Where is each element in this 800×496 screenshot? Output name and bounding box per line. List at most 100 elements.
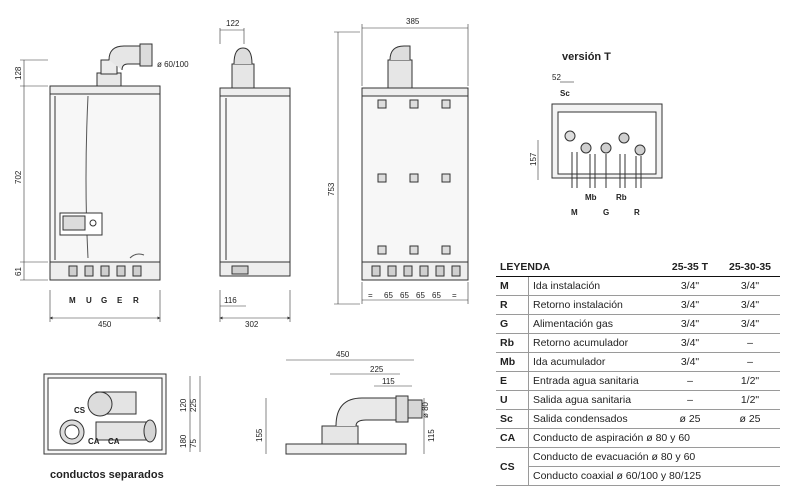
legend-value-t: – bbox=[660, 371, 720, 391]
legend-desc: Retorno acumulador bbox=[528, 333, 660, 353]
back-dim-width: 385 bbox=[406, 17, 420, 26]
version-t-dim-w: 52 bbox=[552, 73, 561, 82]
elbow-dim-w-total: 450 bbox=[336, 350, 350, 359]
separated-dim-h-top: 120 bbox=[179, 398, 188, 412]
legend-code: Sc bbox=[496, 409, 529, 429]
legend-row: Rb Retorno acumulador 3/4" – bbox=[496, 333, 780, 353]
side-dim-top: 122 bbox=[226, 19, 240, 28]
legend-value-t: 3/4" bbox=[660, 295, 720, 315]
legend-value-std: 3/4" bbox=[720, 295, 780, 315]
separated-label-cs: CS bbox=[74, 406, 86, 415]
legend-value-std: ø 25 bbox=[720, 409, 780, 429]
legend-row: Sc Salida condensados ø 25 ø 25 bbox=[496, 409, 780, 429]
legend-code: E bbox=[496, 371, 529, 391]
back-dim-spacing-1: 65 bbox=[384, 291, 393, 300]
legend-desc: Salida condensados bbox=[528, 409, 660, 429]
side-dim-depth: 302 bbox=[245, 320, 259, 329]
legend-row: M Ida instalación 3/4" 3/4" bbox=[496, 276, 780, 296]
legend-value-t: – bbox=[660, 390, 720, 410]
legend-desc: Ida instalación bbox=[528, 276, 660, 296]
back-dim-height: 753 bbox=[327, 182, 336, 196]
version-t-label-mb: Mb bbox=[585, 193, 597, 202]
elbow-dim-h-left: 155 bbox=[255, 428, 264, 442]
version-t-label-r: R bbox=[634, 208, 640, 217]
separated-label-ca-2: CA bbox=[108, 437, 120, 446]
legend-code: Rb bbox=[496, 333, 529, 353]
separated-ducts-view bbox=[43, 373, 201, 455]
legend-row: U Salida agua sanitaria – 1/2" bbox=[496, 390, 780, 410]
version-t-label-rb: Rb bbox=[616, 193, 627, 202]
front-label-e: E bbox=[117, 296, 123, 305]
legend-row: Conducto coaxial ø 60/100 y 80/125 bbox=[496, 466, 780, 486]
legend-desc: Ida acumulador bbox=[528, 352, 660, 372]
front-label-m: M bbox=[69, 296, 76, 305]
legend-code: Mb bbox=[496, 352, 529, 372]
front-label-u: U bbox=[86, 296, 92, 305]
back-dim-spacing-4: 65 bbox=[432, 291, 441, 300]
legend-desc: Salida agua sanitaria bbox=[528, 390, 660, 410]
legend-desc: Alimentación gas bbox=[528, 314, 660, 334]
back-dim-spacing-3: 65 bbox=[416, 291, 425, 300]
legend-value-t: 3/4" bbox=[660, 314, 720, 334]
version-t-labels: 52 157 Sc Mb Rb M G R bbox=[529, 73, 640, 217]
version-t-label-g: G bbox=[603, 208, 609, 217]
legend-value-t: 3/4" bbox=[660, 352, 720, 372]
separated-dim-h-bottom1: 75 bbox=[189, 439, 198, 448]
legend-code: U bbox=[496, 390, 529, 410]
separated-label-ca-1: CA bbox=[88, 437, 100, 446]
elbow-view bbox=[265, 359, 425, 455]
elbow-dim-w-small: 115 bbox=[382, 377, 395, 386]
legend-value-std: 1/2" bbox=[720, 371, 780, 391]
legend-value-std: 3/4" bbox=[720, 314, 780, 334]
version-t-dim-h: 157 bbox=[529, 152, 538, 166]
separated-dim-h-bottom2: 180 bbox=[179, 434, 188, 448]
legend-value-t: 3/4" bbox=[660, 333, 720, 353]
front-dim-h-top: 128 bbox=[14, 66, 23, 80]
legend-value-std: 3/4" bbox=[720, 276, 780, 296]
legend-value-t: 3/4" bbox=[660, 276, 720, 296]
side-view-dimensions: 122 116 302 bbox=[224, 19, 259, 329]
legend-desc: Conducto de evacuación ø 80 y 60 bbox=[528, 447, 780, 467]
legend-desc: Conducto de aspiración ø 80 y 60 bbox=[528, 428, 780, 448]
legend-value-std: – bbox=[720, 333, 780, 353]
front-view-dimensions: ø 60/100 128 702 61 450 M U G E R bbox=[14, 60, 189, 329]
front-view bbox=[20, 43, 161, 322]
elbow-dim-diam: ø 80 bbox=[421, 401, 430, 418]
side-dim-bottom-left: 116 bbox=[224, 296, 237, 305]
front-dim-width: 450 bbox=[98, 320, 112, 329]
front-label-g: G bbox=[101, 296, 107, 305]
side-view bbox=[219, 28, 291, 322]
front-label-r: R bbox=[133, 296, 139, 305]
legend-row: CA Conducto de aspiración ø 80 y 60 bbox=[496, 428, 780, 448]
version-t-view bbox=[537, 81, 663, 188]
elbow-dim-h-right: 115 bbox=[427, 429, 436, 442]
legend-code: M bbox=[496, 276, 529, 296]
front-dim-h-bottom: 61 bbox=[14, 267, 23, 276]
legend-header-row: LEYENDA 25-35 T 25-30-35 bbox=[496, 258, 780, 277]
separated-ducts-title: conductos separados bbox=[50, 469, 164, 481]
back-view bbox=[334, 24, 469, 305]
legend-header-title: LEYENDA bbox=[496, 258, 660, 277]
front-dim-flue: ø 60/100 bbox=[157, 60, 189, 69]
legend-row: CS Conducto de evacuación ø 80 y 60 bbox=[496, 447, 780, 486]
legend-row: R Retorno instalación 3/4" 3/4" bbox=[496, 295, 780, 315]
legend-desc: Conducto coaxial ø 60/100 y 80/125 bbox=[528, 466, 780, 486]
version-t-label-sc: Sc bbox=[560, 89, 570, 98]
legend-desc: Retorno instalación bbox=[528, 295, 660, 315]
legend-code: CA bbox=[496, 428, 529, 448]
version-t-title: versión T bbox=[562, 51, 611, 63]
version-t-label-m: M bbox=[571, 208, 578, 217]
back-dim-spacing-5: = bbox=[452, 291, 457, 300]
legend-row: Mb Ida acumulador 3/4" – bbox=[496, 352, 780, 372]
legend-row: E Entrada agua sanitaria – 1/2" bbox=[496, 371, 780, 391]
front-dim-h-body: 702 bbox=[14, 170, 23, 184]
legend-desc: Entrada agua sanitaria bbox=[528, 371, 660, 391]
legend-code: G bbox=[496, 314, 529, 334]
elbow-dim-w-mid: 225 bbox=[370, 365, 384, 374]
legend-code: R bbox=[496, 295, 529, 315]
back-dim-spacing-2: 65 bbox=[400, 291, 409, 300]
legend-header-std: 25-30-35 bbox=[720, 258, 780, 277]
separated-ducts-labels: CS CA CA 120 225 75 180 bbox=[74, 398, 198, 448]
back-view-dimensions: 385 753 = 65 65 65 65 = bbox=[327, 17, 457, 300]
legend-row: G Alimentación gas 3/4" 3/4" bbox=[496, 314, 780, 334]
